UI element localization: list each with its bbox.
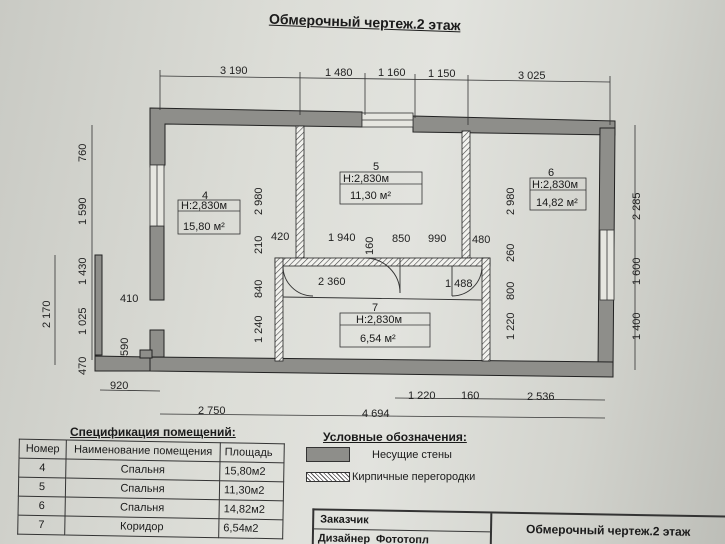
dim-inner-480: 480 [472,234,490,246]
dim-inner-850: 850 [392,233,410,245]
dim-inner-210: 210 [253,236,265,254]
room-number: 6 [548,167,554,179]
door-swings [282,257,483,301]
room-label-7: 7 H:2,830м 6,54 м² [339,302,431,348]
room-area: 14,82 м² [536,197,578,209]
dim-left-3: 1 430 [77,257,89,285]
dim-bottom-160: 160 [461,390,479,402]
room-label-5: 5 H:2,830м 11,30 м² [339,161,423,205]
spec-table: Номер Наименование помещения Площадь 4 С… [17,439,285,540]
legend-swatch-brick [306,472,350,482]
dim-inner-1488: 1 488 [445,278,473,290]
dim-bottom-2750: 2 750 [198,405,226,417]
brick-partitions [274,125,491,362]
windows [149,112,615,301]
legend-bearing-label: Несущие стены [372,449,452,461]
dim-left-6: 470 [77,357,89,375]
room-area: 15,80 м² [183,221,225,233]
legend-title: Условные обозначения: [323,430,467,444]
dim-inner-260: 260 [505,244,517,262]
dim-left-4: 1 025 [77,307,89,335]
legend-brick-label: Кирпичные перегородки [352,471,476,483]
header-area: Площадь [219,442,285,463]
cell-number: 6 [18,496,66,517]
dim-inner-1240: 1 240 [253,315,265,343]
room-height: H:2,830м [532,179,578,191]
dim-right-2: 1 600 [631,257,643,285]
dim-inner-990: 990 [428,233,446,245]
dim-inner-590: 590 [119,338,131,356]
dim-left-5: 2 170 [41,300,53,328]
room-height: H:2,830м [181,200,227,212]
room-number: 5 [373,161,379,173]
table-row: 7 Коридор 6,54м2 [17,515,283,539]
dimension-lines [54,70,636,419]
stamp-title: Обмерочный чертеж.2 этаж [525,522,691,539]
dim-left-2: 1 590 [77,197,89,225]
dim-right-1: 2 285 [631,192,643,220]
dim-inner-410: 410 [120,293,138,305]
dim-left-1: 760 [77,144,89,162]
title-block: Заказчик Дизайнер Фототопл Обмерочный че… [311,508,725,544]
dim-inner-2360: 2 360 [318,276,346,288]
dim-top-4: 1 150 [428,68,456,80]
dim-top-5: 3 025 [518,70,546,82]
dim-right-3: 1 400 [631,312,643,340]
cell-number: 4 [18,458,67,479]
cell-area: 14,82м2 [218,499,284,520]
dim-bottom-4694: 4 694 [362,408,390,420]
room-area: 11,30 м² [350,190,391,202]
dim-inner-840: 840 [253,280,265,298]
stamp-customer: Заказчик [320,513,369,527]
room-label-6: 6 H:2,830м 14,82 м² [529,167,587,211]
dim-bottom-1220: 1 220 [408,390,436,402]
header-number: Номер [19,439,67,460]
stamp-photo: Фототопл [375,533,430,544]
room-area: 6,54 м² [360,333,396,345]
room-height: H:2,830м [356,314,402,326]
room-label-4: 4 H:2,830м 15,80 м² [177,190,241,235]
dim-inner-800: 800 [505,282,517,300]
dim-inner-room4-h: 2 980 [253,187,265,215]
dim-inner-160: 160 [364,237,376,255]
legend-swatch-bearing [306,447,350,462]
cell-area: 11,30м2 [219,480,284,501]
dim-top-3: 1 160 [378,67,406,79]
cell-area: 6,54м2 [218,518,283,539]
dim-inner-420: 420 [271,231,289,243]
cell-area: 15,80м2 [219,461,284,482]
dim-inner-1220: 1 220 [505,312,517,340]
dim-top-1: 3 190 [220,65,248,77]
stamp-designer: Дизайнер [317,532,371,544]
cell-number: 7 [17,515,66,536]
stamp-divider [489,513,493,544]
stamp-divider [314,528,491,533]
dim-inner-room6-h: 2 980 [505,187,517,215]
dim-inner-1940: 1 940 [328,232,356,244]
room-number: 4 [202,190,208,202]
spec-title: Спецификация помещений: [70,425,236,439]
dim-top-2: 1 480 [325,67,353,79]
cell-name: Коридор [64,516,219,538]
room-height: H:2,830м [343,173,389,185]
room-number: 7 [372,302,378,314]
dim-bottom-2536: 2 536 [527,391,555,403]
cell-number: 5 [18,477,66,498]
dim-bottom-920: 920 [110,380,128,392]
